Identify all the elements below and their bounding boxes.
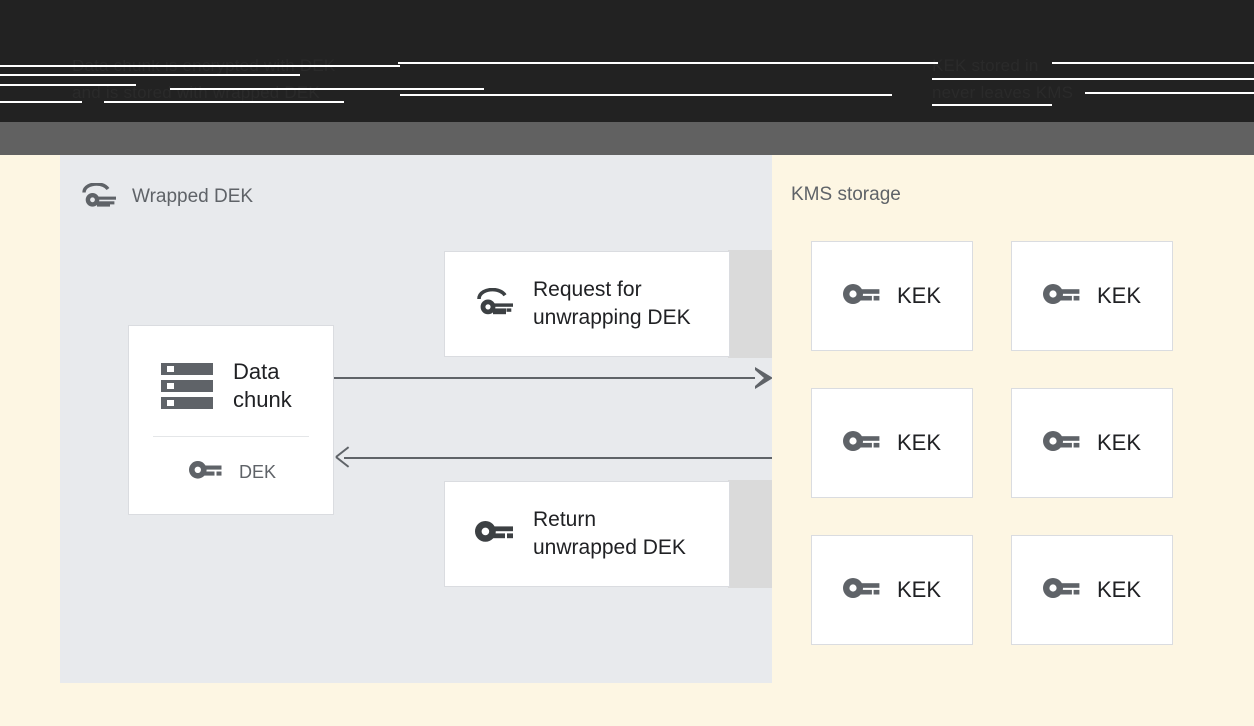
obscure-strike xyxy=(400,94,892,96)
kek-label: KEK xyxy=(896,577,942,602)
key-icon xyxy=(1042,430,1081,456)
kek-label: KEK xyxy=(1096,430,1142,455)
kek-label: KEK xyxy=(896,430,942,455)
kek-box[interactable]: KEK xyxy=(811,241,973,351)
dek-label: DEK xyxy=(239,461,277,482)
obscure-block xyxy=(0,106,1254,122)
obscure-strike xyxy=(0,101,82,103)
obscure-strike xyxy=(1085,92,1254,94)
kek-box[interactable]: KEK xyxy=(1011,388,1173,498)
right-panel-heading-label: KMS storage xyxy=(791,184,901,205)
key-icon xyxy=(1042,283,1081,309)
key-icon xyxy=(842,283,881,309)
message-tail-request xyxy=(728,250,772,358)
key-icon xyxy=(1042,577,1081,603)
message-card-return-label: Return unwrapped DEK xyxy=(533,508,686,559)
key-icon xyxy=(842,577,881,603)
kek-label: KEK xyxy=(1096,577,1142,602)
top-caption-band: Data chunk is encrypted with DEK and is … xyxy=(0,0,1254,122)
kek-box[interactable]: KEK xyxy=(1011,535,1173,645)
key-icon xyxy=(475,521,515,547)
caption-left-text: Data chunk is encrypted with DEK and is … xyxy=(72,56,336,102)
wrapped-key-icon xyxy=(80,182,118,211)
kek-box[interactable]: KEK xyxy=(1011,241,1173,351)
left-panel: Wrapped DEK xyxy=(60,155,773,683)
kek-label: KEK xyxy=(896,283,942,308)
arrow-line-from-kms xyxy=(344,457,772,459)
message-card-request-label: Request for unwrapping DEK xyxy=(533,278,691,329)
key-icon xyxy=(189,461,223,483)
message-card-return[interactable]: Return unwrapped DEK xyxy=(444,481,730,587)
key-icon xyxy=(842,430,881,456)
message-tail-return xyxy=(728,480,772,588)
card-divider xyxy=(153,436,309,437)
left-panel-heading: Wrapped DEK xyxy=(80,182,254,211)
kek-label: KEK xyxy=(1096,283,1142,308)
data-chunk-row: Data chunk xyxy=(129,326,333,414)
arrowhead-to-kms xyxy=(755,367,773,389)
obscure-strike xyxy=(170,88,484,90)
obscure-strike xyxy=(0,84,136,86)
data-chunk-card[interactable]: Data chunk DEK xyxy=(128,325,334,515)
data-chunk-label: Data chunk xyxy=(233,359,292,412)
kek-box[interactable]: KEK xyxy=(811,535,973,645)
obscure-strike xyxy=(1052,62,1254,64)
obscure-strike xyxy=(932,78,1254,80)
kek-box[interactable]: KEK xyxy=(811,388,973,498)
obscure-block xyxy=(0,0,1254,50)
obscure-strike xyxy=(104,101,344,103)
data-chunk-icon xyxy=(161,362,213,410)
wrapped-key-icon xyxy=(475,287,515,320)
arrowhead-from-kms xyxy=(335,446,350,468)
obscure-strike xyxy=(398,62,938,64)
kek-grid: KEK KEK KEK xyxy=(811,241,1173,651)
message-card-request[interactable]: Request for unwrapping DEK xyxy=(444,251,730,357)
obscure-strike xyxy=(0,74,300,76)
right-panel-heading: KMS storage xyxy=(791,184,901,206)
top-secondary-band xyxy=(0,122,1254,155)
left-panel-heading-label: Wrapped DEK xyxy=(132,186,254,207)
obscure-strike xyxy=(932,104,1052,106)
arrow-line-to-kms xyxy=(334,377,768,379)
dek-row: DEK xyxy=(129,437,333,483)
caption-right-text: KEK stored in never leaves KMS xyxy=(932,56,1074,102)
obscure-block xyxy=(932,53,1052,59)
obscure-block xyxy=(70,53,210,60)
obscure-strike xyxy=(0,65,400,67)
